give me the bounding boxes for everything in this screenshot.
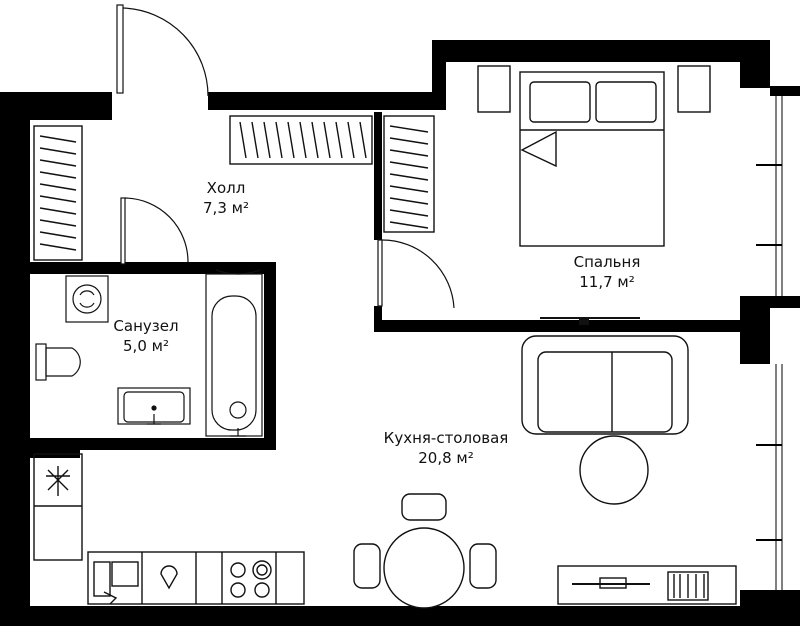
wardrobe-hall: [229, 115, 373, 165]
wall-bedroom-bottom: [374, 320, 740, 332]
wall-bathroom-top: [30, 262, 276, 274]
wall-bathroom-bottom: [30, 438, 276, 450]
room-label-bathroom: Санузел 5,0 м²: [96, 316, 196, 356]
walls: [0, 40, 800, 626]
tv-stand: [557, 565, 737, 605]
washing-machine: [65, 275, 109, 323]
room-label-kitchen: Кухня-столовая 20,8 м²: [366, 428, 526, 468]
room-name-bedroom: Спальня: [573, 253, 641, 271]
room-label-bedroom: Спальня 11,7 м²: [552, 252, 662, 292]
room-area-bathroom: 5,0 м²: [123, 337, 169, 355]
bed: [477, 65, 711, 247]
wall-left: [0, 92, 30, 626]
wardrobe-bedroom: [383, 115, 435, 233]
room-area-hall: 7,3 м²: [203, 199, 249, 217]
room-name-hall: Холл: [206, 179, 246, 197]
wall-top-hall: [208, 92, 440, 110]
wall-top-bedroom: [432, 40, 762, 62]
room-area-bedroom: 11,7 м²: [579, 273, 635, 291]
bathtub: [205, 269, 263, 437]
wall-bathroom-right: [264, 262, 276, 450]
wall-bottom: [0, 606, 800, 626]
bathroom-door: [120, 197, 189, 265]
tv-bedroom: [540, 317, 640, 325]
room-name-kitchen: Кухня-столовая: [383, 429, 509, 447]
room-name-bathroom: Санузел: [113, 317, 179, 335]
sink: [117, 387, 191, 425]
entry-door: [116, 4, 209, 97]
fridge: [33, 453, 83, 561]
wardrobe-left: [33, 125, 83, 261]
sofa: [521, 335, 689, 435]
coffee-table: [579, 435, 649, 505]
room-label-hall: Холл 7,3 м²: [176, 178, 276, 218]
toilet: [35, 343, 81, 381]
kitchen-counter: [87, 551, 305, 605]
windows: [756, 96, 783, 590]
room-area-kitchen: 20,8 м²: [418, 449, 474, 467]
dining-table: [353, 493, 497, 609]
bedroom-door: [377, 239, 455, 309]
